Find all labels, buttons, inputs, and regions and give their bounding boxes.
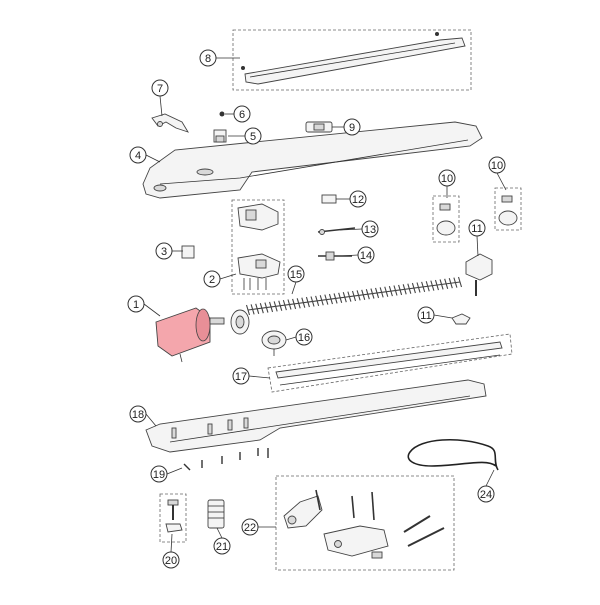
svg-text:6: 6 [239,109,245,121]
svg-text:19: 19 [153,469,165,481]
callout-leaders [143,57,507,553]
callout-11: 11 [468,219,486,237]
part-6-screw [219,111,225,117]
callout-23: 22 [241,518,259,536]
part-16-spindle [245,276,463,316]
part-8-group-box [232,29,472,91]
part-10b-box [494,187,522,231]
part-10a-box [432,195,460,243]
svg-text:10: 10 [491,160,503,172]
svg-text:9: 9 [349,122,355,134]
svg-text:1: 1 [133,299,139,311]
svg-text:3: 3 [161,246,167,258]
part-13-holder [321,194,337,204]
callout-7: 7 [151,79,169,97]
part-3-plate [181,245,195,259]
callout-14: 13 [361,220,379,238]
gear-wheel [230,309,250,335]
part-23-mounting-brackets [283,489,445,559]
callout-20: 19 [150,465,168,483]
svg-text:16: 16 [298,332,310,344]
svg-text:24: 24 [480,489,492,501]
callout-10b: 10 [488,156,506,174]
svg-text:17: 17 [235,371,247,383]
callout-18: 17 [232,367,250,385]
svg-text:13: 13 [364,224,376,236]
svg-text:4: 4 [135,150,141,162]
svg-text:21: 21 [216,541,228,553]
svg-text:10: 10 [441,173,453,185]
part-1-motor [155,307,225,363]
callout-1: 1 [127,295,145,313]
part-7-bracket [151,113,190,133]
callout-9: 9 [343,118,361,136]
callout-12: 11 [417,306,435,324]
svg-text:20: 20 [165,555,177,567]
svg-text:2: 2 [209,274,215,286]
svg-text:15: 15 [290,269,302,281]
callout-10a: 10 [438,169,456,187]
part-8-top-cover [241,32,466,85]
part-24-cable [407,438,499,471]
callout-22: 21 [213,537,231,555]
callout-19: 18 [129,405,147,423]
svg-text:5: 5 [250,131,256,143]
part-9-clamp [305,121,333,133]
part-21-box [159,493,187,543]
svg-text:12: 12 [352,194,364,206]
part-18-rail [275,341,503,386]
svg-text:7: 7 [157,83,163,95]
part-2-board-assembly [237,203,281,290]
callout-2: 2 [203,270,221,288]
svg-text:14: 14 [360,250,372,262]
part-10b-cap [498,195,518,226]
callout-3: 3 [155,242,173,260]
part-10a-cap [436,203,456,236]
part-19-lower-housing [145,379,487,453]
svg-text:18: 18 [132,409,144,421]
part-20-screws [183,448,269,471]
callout-24: 24 [477,485,495,503]
callout-16: 15 [287,265,305,283]
part-4-upper-housing [142,121,483,199]
svg-text:22: 22 [244,522,256,534]
callout-15: 14 [357,246,375,264]
callout-17: 16 [295,328,313,346]
part-17-gear [261,330,287,356]
part-5-clip [213,129,227,143]
callout-8: 8 [199,49,217,67]
callout-6: 6 [233,105,251,123]
callout-13: 12 [349,190,367,208]
part-11-gearbox-end [465,253,493,296]
part-18-group-box [267,333,513,393]
part-14-rod [317,227,356,235]
callout-5: 5 [244,127,262,145]
callout-21: 20 [162,551,180,569]
callout-4: 4 [129,146,147,164]
part-12-clip [451,313,471,325]
part-21-bolt [165,499,183,533]
svg-text:8: 8 [205,53,211,65]
part-23-group-box [275,475,455,571]
svg-text:11: 11 [420,310,431,322]
part-22-cable-gland [207,499,225,529]
part-2-group-box [231,199,285,295]
svg-text:11: 11 [471,223,482,235]
